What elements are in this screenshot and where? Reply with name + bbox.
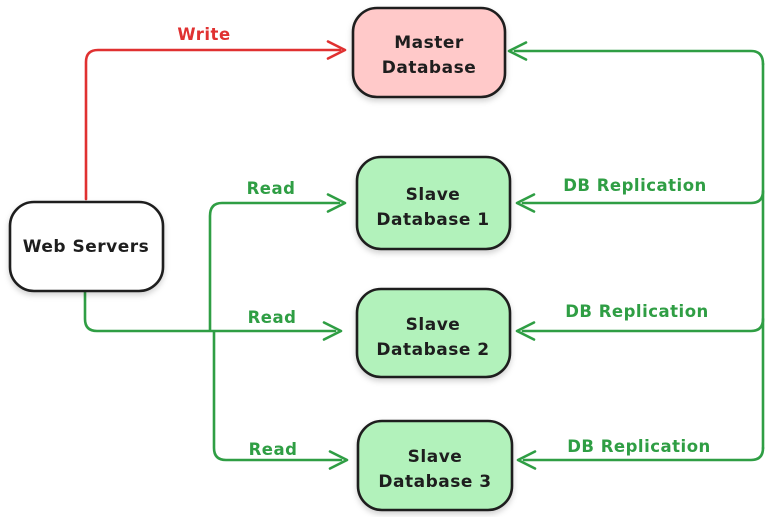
write-arrow: [84, 40, 347, 201]
read-label-2: Read: [248, 308, 297, 327]
replication-arrow-2: [515, 317, 765, 341]
replication-label-2: DB Replication: [565, 302, 709, 321]
read-label-3: Read: [249, 440, 298, 459]
read-arrow-3-line: [212, 330, 343, 462]
read-arrowhead-1-icon: [326, 193, 347, 213]
node-master-database-label-line1: Master: [394, 33, 464, 53]
replication-arrow-1: [515, 189, 765, 213]
replication-arrowhead-1-icon: [515, 193, 536, 213]
replication-arrow-2-line: [521, 317, 765, 333]
read-arrow-1-line: [208, 201, 341, 332]
replication-arrowhead-2-icon: [515, 321, 536, 341]
node-slave-database-2-box: [355, 287, 512, 379]
node-slave-database-3-label-line1: Slave: [408, 447, 463, 467]
replication-arrow-3-line: [522, 446, 765, 462]
node-master-database-label-line2: Database: [382, 58, 476, 78]
node-slave-database-3-box: [356, 419, 514, 512]
replication-arrowhead-master-icon: [507, 41, 528, 61]
node-master-database-box: [351, 6, 507, 99]
read-arrow-2: [83, 289, 343, 341]
node-slave-database-3: Slave Database 3: [356, 419, 514, 512]
node-slave-database-1: Slave Database 1: [355, 155, 512, 251]
node-slave-database-2: Slave Database 2: [355, 287, 512, 379]
replication-arrow-master-line: [513, 49, 765, 66]
replication-label-1: DB Replication: [563, 176, 707, 195]
write-arrowhead-icon: [326, 40, 347, 60]
node-slave-database-2-label-line1: Slave: [406, 315, 461, 335]
write-arrow-line: [84, 48, 342, 201]
read-label-1: Read: [247, 179, 296, 198]
node-web-servers: Web Servers: [8, 200, 165, 293]
node-slave-database-3-label-line2: Database 3: [378, 472, 491, 492]
node-web-servers-label: Web Servers: [23, 237, 150, 257]
replication-arrowhead-3-icon: [516, 450, 537, 470]
replication-arrow-1-line: [521, 189, 765, 205]
replication-arrow-3: [516, 446, 765, 470]
node-slave-database-1-box: [355, 155, 512, 251]
read-arrowhead-3-icon: [328, 450, 349, 470]
read-arrow-2-line: [83, 289, 337, 333]
node-master-database: Master Database: [351, 6, 507, 99]
read-arrow-3: [212, 330, 349, 470]
node-slave-database-1-label-line1: Slave: [406, 185, 461, 205]
node-web-servers-box: [8, 200, 165, 293]
read-arrowhead-2-icon: [322, 321, 343, 341]
read-arrow-1: [208, 193, 347, 332]
node-slave-database-2-label-line2: Database 2: [376, 340, 489, 360]
replication-label-3: DB Replication: [567, 437, 711, 456]
node-slave-database-1-label-line2: Database 1: [376, 210, 489, 230]
write-label: Write: [177, 25, 230, 44]
replication-arrow-master: [507, 41, 765, 66]
